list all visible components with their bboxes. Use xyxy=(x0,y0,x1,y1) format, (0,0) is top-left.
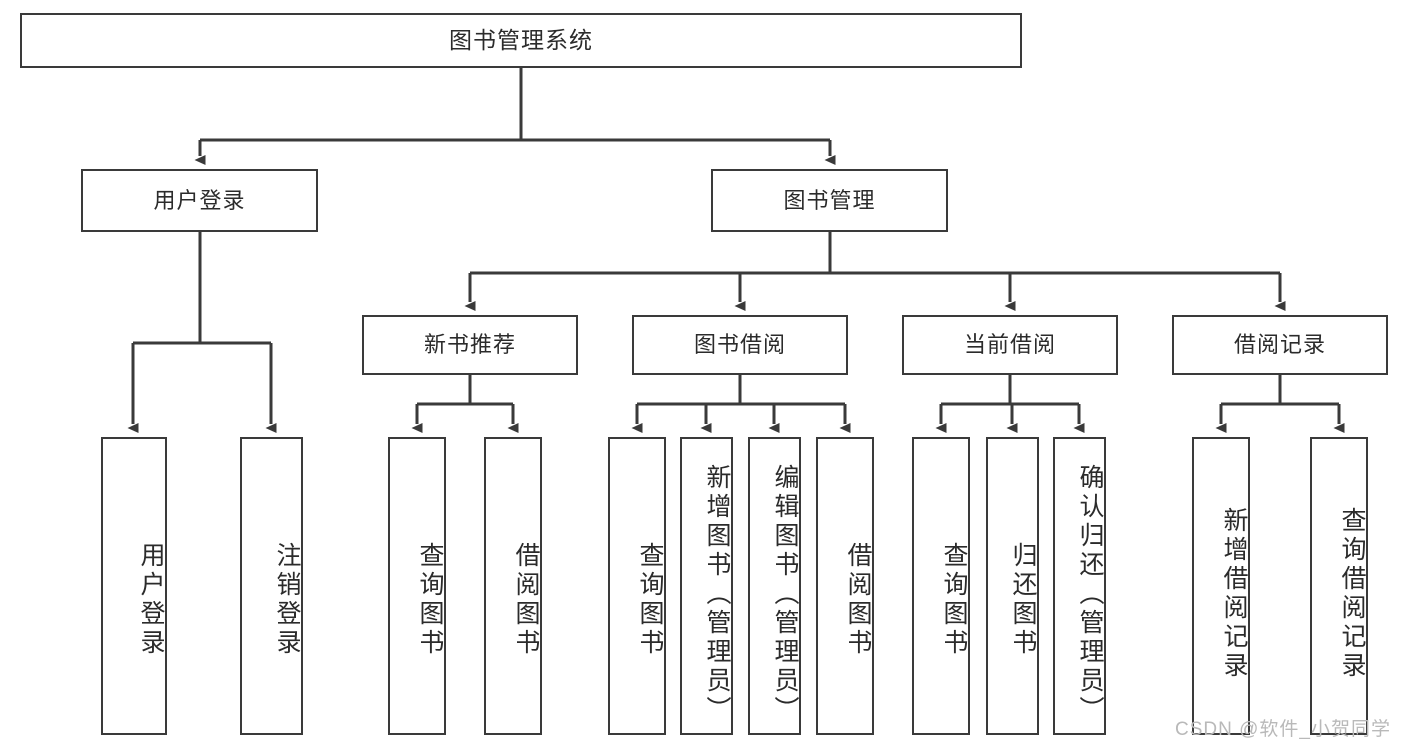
node-label: 新增图书（管理员） xyxy=(703,463,731,725)
node-borrow-record[interactable]: 借阅记录 xyxy=(1172,315,1388,375)
node-label: 查询图书 xyxy=(416,542,444,658)
leaf-leaf-add-book[interactable]: 新增图书（管理员） xyxy=(680,437,733,735)
node-label: 图书管理系统 xyxy=(449,26,593,53)
leaf-leaf-user-login[interactable]: 用户登录 xyxy=(101,437,167,735)
node-label: 注销登录 xyxy=(273,542,301,658)
node-label: 查询借阅记录 xyxy=(1338,507,1366,681)
node-label: 新增借阅记录 xyxy=(1220,507,1248,681)
node-book-manage[interactable]: 图书管理 xyxy=(711,169,948,232)
leaf-leaf-edit-book[interactable]: 编辑图书（管理员） xyxy=(748,437,801,735)
leaf-leaf-query-book-1[interactable]: 查询图书 xyxy=(388,437,446,735)
node-current-borrow[interactable]: 当前借阅 xyxy=(902,315,1118,375)
node-label: 确认归还（管理员） xyxy=(1076,463,1104,725)
node-label: 查询图书 xyxy=(636,542,664,658)
node-label: 图书管理 xyxy=(783,187,876,213)
leaf-leaf-add-record[interactable]: 新增借阅记录 xyxy=(1192,437,1250,735)
node-label: 用户登录 xyxy=(153,187,246,213)
node-label: 用户登录 xyxy=(137,542,165,658)
node-book-borrow[interactable]: 图书借阅 xyxy=(632,315,848,375)
leaf-leaf-borrow-book-1[interactable]: 借阅图书 xyxy=(484,437,542,735)
leaf-leaf-query-book-2[interactable]: 查询图书 xyxy=(608,437,666,735)
node-label: 当前借阅 xyxy=(963,332,1056,358)
leaf-leaf-logout[interactable]: 注销登录 xyxy=(240,437,303,735)
node-label: 图书借阅 xyxy=(693,332,786,358)
leaf-leaf-borrow-book-2[interactable]: 借阅图书 xyxy=(816,437,874,735)
node-root[interactable]: 图书管理系统 xyxy=(20,13,1022,68)
leaf-leaf-confirm-return[interactable]: 确认归还（管理员） xyxy=(1053,437,1106,735)
node-new-book-recommend[interactable]: 新书推荐 xyxy=(362,315,578,375)
node-user-login[interactable]: 用户登录 xyxy=(81,169,318,232)
leaf-leaf-query-record[interactable]: 查询借阅记录 xyxy=(1310,437,1368,735)
node-label: 借阅图书 xyxy=(844,542,872,658)
node-label: 新书推荐 xyxy=(423,332,516,358)
node-label: 借阅图书 xyxy=(512,542,540,658)
node-label: 查询图书 xyxy=(940,542,968,658)
node-label: 借阅记录 xyxy=(1233,332,1326,358)
leaf-leaf-query-book-3[interactable]: 查询图书 xyxy=(912,437,970,735)
node-label: 编辑图书（管理员） xyxy=(771,463,799,725)
leaf-leaf-return-book[interactable]: 归还图书 xyxy=(986,437,1039,735)
node-label: 归还图书 xyxy=(1009,542,1037,658)
